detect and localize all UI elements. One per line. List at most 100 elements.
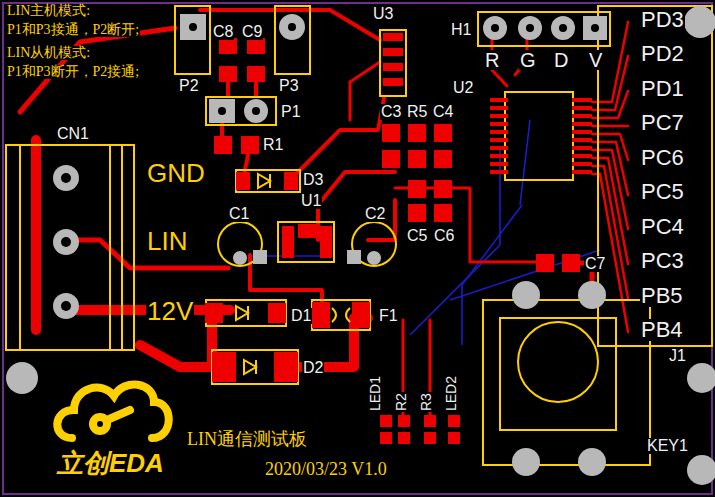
silkscreen-label: LIN从机模式: [6,46,91,60]
red-traces-part [200,10,380,40]
red-smd-pads [205,33,580,444]
red-smd-pads-part [320,226,332,258]
silkscreen-outlines-part [244,360,256,374]
gray-pads-part [53,165,79,191]
silkscreen-label: P1和P3断开，P2接通; [6,65,140,79]
red-smd-pads-part [383,63,403,71]
red-smd-pads-part [424,415,436,427]
silkscreen-label: P1和P3接通，P2断开; [6,23,140,37]
gray-pads-part [483,16,507,40]
logo-cloud [57,385,169,438]
red-traces-part [140,345,212,367]
silkscreen-outlines-part [518,322,598,402]
red-smd-pads-part [408,124,426,142]
red-smd-pads-part [434,204,452,222]
gray-pads-part [512,281,540,309]
silkscreen-label: C6 [433,228,455,244]
pad-holes-part [218,107,226,115]
ic-pin-pads-part [572,138,592,142]
pad-holes-part [559,24,567,32]
pad-holes-part [288,23,296,31]
red-smd-pads-part [383,78,403,86]
gray-pads-part [253,250,267,264]
ic-pin-pads-part [490,130,508,134]
gray-pads-part [518,16,542,40]
silkscreen-label: KEY1 [646,438,689,454]
silkscreen-label: PC3 [640,250,685,272]
silkscreen-label: D3 [302,172,324,188]
silkscreen-label: PD3 [640,9,685,31]
ic-pin-pads-part [572,170,592,174]
pad-holes-part [252,107,260,115]
silkscreen-label: G [519,50,537,70]
red-smd-pads-part [536,254,554,272]
pad-holes [61,23,599,311]
blue-traces-part [520,120,530,205]
pad-holes-part [61,237,71,247]
pad-holes-part [61,173,71,183]
silkscreen-label: PB5 [640,285,684,307]
silkscreen-label: R1 [262,137,284,153]
red-smd-pads-part [241,136,259,154]
pad-holes-part [591,24,599,32]
silkscreen-label: GND [146,160,206,186]
silkscreen-label: P2 [178,78,200,94]
silkscreen-outlines-part [6,145,134,350]
red-smd-pads-part [448,432,460,444]
pad-holes-part [491,24,499,32]
silkscreen-label: R [484,50,500,70]
red-smd-pads-part [352,302,370,328]
silkscreen-label: C7 [584,256,606,272]
silkscreen-label: C4 [432,104,454,120]
gray-pads-part [347,250,361,264]
silkscreen-label: 12V [146,298,194,324]
silkscreen-label: U3 [372,6,394,22]
silkscreen-outlines-part [478,12,610,46]
gray-pads-part [684,6,715,38]
silkscreen-label: H1 [450,22,472,38]
logo-cloud-part [107,410,130,420]
gray-pads-part [583,16,607,40]
gray-pads-part [578,281,606,309]
silkscreen-outlines-part [505,92,573,180]
red-smd-pads-part [312,302,330,328]
ic-pin-pads-part [490,154,508,158]
gray-pads-part [512,448,540,476]
red-smd-pads-part [214,136,232,154]
silkscreen-outlines [6,6,712,465]
red-smd-pads-part [298,224,316,238]
gray-pads-part [687,363,715,393]
silkscreen-label: LIN通信测试板 [186,430,308,448]
ic-pin-pads-part [490,114,508,118]
red-smd-pads-part [398,432,410,444]
red-smd-pads-part [424,432,436,444]
silkscreen-label: PB4 [640,319,684,341]
ic-pin-pads-part [572,106,592,110]
red-smd-pads-part [434,180,452,198]
red-smd-pads-part [380,432,392,444]
silkscreen-label: PC6 [640,147,685,169]
silkscreen-outlines-part [483,300,650,465]
red-traces-part [290,98,384,180]
silkscreen-label: C2 [364,206,386,222]
ic-pin-pads-part [572,98,592,102]
red-smd-pads-part [284,172,298,190]
silkscreen-label: D2 [302,360,324,376]
gray-pads-part [367,251,381,265]
red-smd-pads-part [282,226,294,258]
red-smd-pads-part [205,303,223,323]
red-smd-pads-part [408,150,426,168]
silkscreen-outlines-part [598,6,712,346]
silkscreen-label: R2 [394,392,408,412]
silkscreen-outlines-part [312,300,370,330]
silkscreen-outlines-part [212,350,298,384]
ic-pin-pads-part [490,146,508,150]
ic-pin-pads-part [490,138,508,142]
silkscreen-label: C8 [212,24,234,40]
pad-holes-part [61,301,71,311]
gray-pads-part [233,251,247,265]
silkscreen-label: 2020/03/23 V1.0 [264,460,388,478]
gray-pads-part [279,14,305,40]
silkscreen-label: R3 [419,392,433,412]
